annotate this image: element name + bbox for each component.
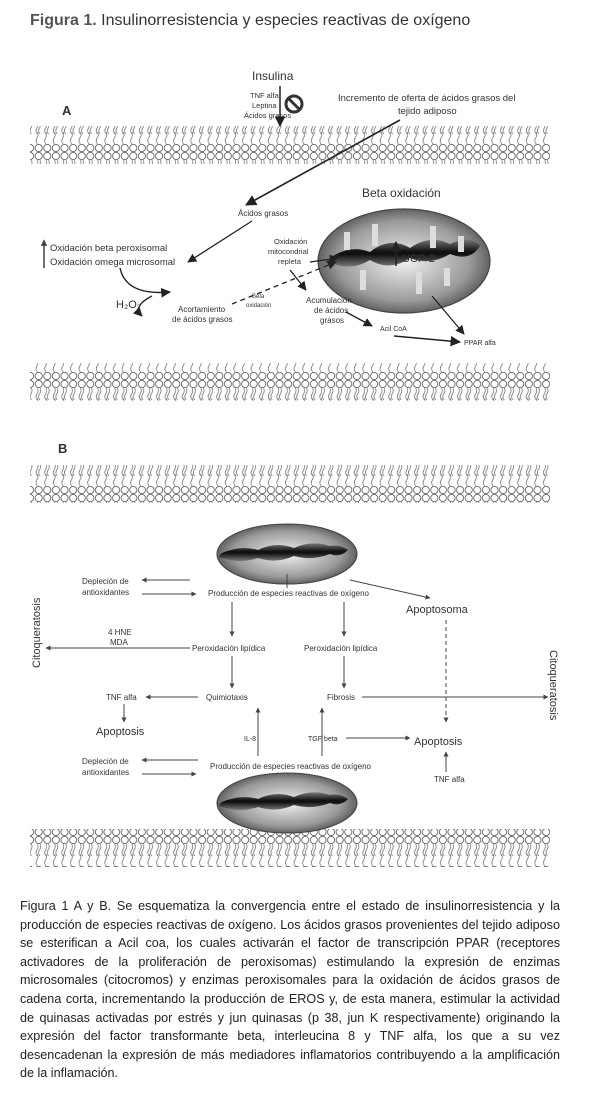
tgf-label: TGF beta: [308, 736, 338, 743]
mitochondrion-a: [317, 208, 491, 314]
figure-title: Figura 1. Insulinorresistencia y especie…: [30, 12, 470, 30]
acortamiento-1: Acortamiento: [178, 305, 226, 314]
inhibitor-tnf: TNF alfa: [250, 91, 280, 100]
inhibitor-acidos: Ácidos grasos: [244, 111, 291, 120]
apoptosis-left: Apoptosis: [96, 726, 145, 738]
h2o2-label: H₂O₂: [116, 299, 141, 311]
ppar-label: PPAR alfa: [464, 340, 496, 347]
figure-title-text: Insulinorresistencia y especies reactiva…: [101, 12, 471, 29]
acortamiento-2: de ácidos grasos: [172, 315, 232, 324]
beta-ox-small-2: oxidación: [246, 303, 271, 309]
eros-top: Producción de especies reactivas de oxíg…: [208, 589, 370, 598]
tnf-left: TNF alfa: [106, 693, 137, 702]
inhibition-icon: [284, 94, 304, 114]
perox-line2: Oxidación omega microsomal: [50, 257, 175, 268]
increment-line1: Incremento de oferta de ácidos grasos de…: [338, 93, 515, 104]
mito-repleta-2: mitocondrial: [268, 247, 309, 256]
fibrosis-label: Fibrosis: [327, 693, 355, 702]
inhibitor-leptina: Leptina: [252, 101, 277, 110]
membrane-b-bottom: [30, 829, 550, 867]
deplecion-top-2: antioxidantes: [82, 588, 129, 597]
mito-repleta-1: Oxidación: [274, 237, 307, 246]
quimiotaxis-label: Quimiotaxis: [206, 693, 248, 702]
beta-oxidation-title: Beta oxidación: [362, 186, 441, 200]
citoqueratosis-left: Citoqueratosis: [31, 597, 43, 668]
il8-label: IL-8: [244, 736, 256, 743]
beta-ox-small-1: Beta: [252, 294, 265, 300]
figure-label: Figura 1.: [30, 12, 97, 29]
citoqueratosis-right: Citoqueratosis: [547, 650, 559, 721]
mitochondrion-b-bottom: [216, 772, 358, 834]
membrane-a-bottom: [30, 363, 550, 401]
diagram: A Insulina TNF alfa Leptina Ácidos graso…: [30, 69, 559, 867]
increment-line2: tejido adiposo: [398, 106, 457, 117]
panel-a-letter: A: [62, 103, 72, 118]
apoptosoma-label: Apoptosoma: [406, 604, 469, 616]
acumulacion-2: de ácidos: [314, 306, 348, 315]
eros-bottom: Producción de especies reactivas de oxíg…: [210, 762, 372, 771]
membrane-b-top: [30, 465, 550, 503]
membrane-a-top: [30, 126, 550, 164]
figure-caption: Figura 1 A y B. Se esquematiza la conver…: [20, 899, 560, 1081]
acumulacion-3: grasos: [320, 316, 344, 325]
insulina-label: Insulina: [252, 69, 294, 83]
deplecion-bottom-1: Depleción de: [82, 757, 129, 766]
acil-coa-label: Acil CoA: [380, 326, 407, 333]
panel-b-letter: B: [58, 441, 67, 456]
deplecion-bottom-2: antioxidantes: [82, 768, 129, 777]
ucp2-label: UCP-2: [402, 253, 435, 265]
perox-left: Peroxidación lipídica: [192, 644, 266, 653]
perox-right: Peroxidación lipídica: [304, 644, 378, 653]
acumulacion-1: Acumulación: [306, 296, 352, 305]
deplecion-top-1: Depleción de: [82, 577, 129, 586]
hne-label: 4 HNE: [108, 628, 132, 637]
acidos-grasos-label: Ácidos grasos: [238, 209, 288, 218]
mda-label: MDA: [110, 638, 128, 647]
mito-repleta-3: repleta: [278, 257, 302, 266]
tnf-bottom: TNF alfa: [434, 775, 465, 784]
perox-line1: Oxidación beta peroxisomal: [50, 243, 167, 254]
apoptosis-right: Apoptosis: [414, 736, 463, 748]
